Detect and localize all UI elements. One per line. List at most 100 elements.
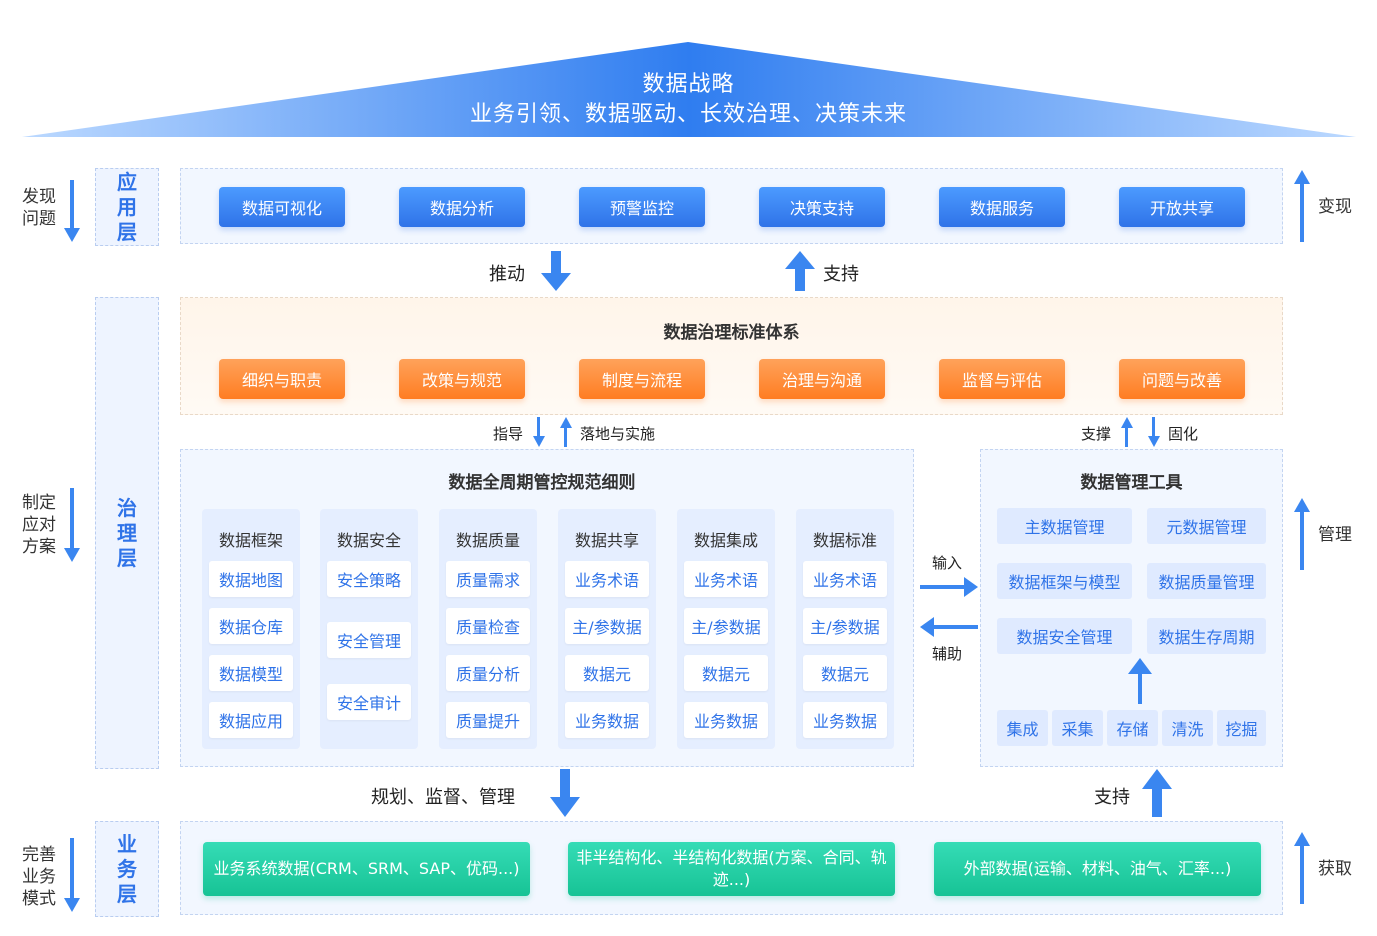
app-item-sharing[interactable]: 开放共享	[1119, 187, 1245, 227]
right-arrow-icon	[920, 577, 978, 597]
down-arrow-icon	[1148, 417, 1160, 447]
tool-lifecycle[interactable]: 数据生存周期	[1147, 618, 1266, 654]
cell-data-element[interactable]: 数据元	[565, 655, 649, 691]
app-item-monitoring[interactable]: 预警监控	[579, 187, 705, 227]
standards-title: 数据治理标准体系	[663, 323, 800, 343]
tool-store[interactable]: 存储	[1107, 710, 1158, 746]
layer-gov: 治理层	[95, 297, 159, 769]
biz-item-unstructured-data[interactable]: 非半结构化、半结构化数据(方案、合同、轨迹...)	[568, 842, 895, 896]
down-arrow-icon	[550, 769, 580, 817]
app-item-decision[interactable]: 决策支持	[759, 187, 885, 227]
column-head-integration: 数据集成	[693, 531, 758, 550]
down-arrow-icon	[64, 180, 80, 242]
solidify-label: 固化	[1168, 425, 1199, 443]
support-bottom-label: 支持	[1094, 787, 1130, 808]
tool-master-data[interactable]: 主数据管理	[997, 508, 1132, 544]
tool-mine[interactable]: 挖掘	[1217, 710, 1266, 746]
column-head-standard: 数据标准	[812, 531, 877, 550]
left-label-gov: 制定 应对 方案	[22, 493, 56, 557]
cell-business-data[interactable]: 业务数据	[803, 702, 887, 738]
roof-banner	[22, 42, 1356, 137]
assist-label: 辅助	[932, 645, 963, 663]
biz-item-external-data[interactable]: 外部数据(运输、材料、油气、汇率...)	[934, 842, 1261, 896]
left-arrow-icon	[920, 617, 978, 637]
cell-quality-check[interactable]: 质量检查	[446, 608, 530, 644]
up-arrow-icon	[1294, 498, 1310, 570]
cell-quality-improvement[interactable]: 质量提升	[446, 702, 530, 738]
strategy-title: 数据战略	[642, 72, 735, 97]
strategy-subtitle: 业务引领、数据驱动、长效治理、决策未来	[469, 102, 907, 127]
cell-quality-requirement[interactable]: 质量需求	[446, 561, 530, 597]
cell-security-audit[interactable]: 安全审计	[327, 684, 411, 720]
cell-data-warehouse[interactable]: 数据仓库	[209, 608, 293, 644]
left-label-biz: 完善 业务 模式	[22, 845, 56, 909]
standard-item-process[interactable]: 制度与流程	[579, 359, 705, 399]
layer-gov-label: 治理层	[117, 495, 137, 570]
implement-label: 落地与实施	[580, 425, 656, 443]
down-arrow-icon	[64, 838, 80, 912]
tool-quality[interactable]: 数据质量管理	[1147, 563, 1266, 599]
guide-label: 指导	[493, 425, 524, 443]
cell-data-element[interactable]: 数据元	[684, 655, 768, 691]
app-layer-panel	[180, 168, 1283, 244]
cell-business-data[interactable]: 业务数据	[565, 702, 649, 738]
tool-clean[interactable]: 清洗	[1162, 710, 1213, 746]
app-item-analysis[interactable]: 数据分析	[399, 187, 525, 227]
tool-framework-model[interactable]: 数据框架与模型	[997, 563, 1132, 599]
column-head-sharing: 数据共享	[574, 531, 639, 550]
standard-item-evaluation[interactable]: 监督与评估	[939, 359, 1065, 399]
right-label-app: 变现	[1318, 197, 1352, 217]
cell-master-data[interactable]: 主/参数据	[684, 608, 768, 644]
input-label: 输入	[932, 554, 963, 572]
column-head-framework: 数据框架	[218, 531, 283, 550]
tools-title: 数据管理工具	[1080, 473, 1183, 493]
push-label: 推动	[489, 264, 525, 285]
up-arrow-icon	[785, 251, 815, 291]
tool-security[interactable]: 数据安全管理	[997, 618, 1132, 654]
tool-metadata[interactable]: 元数据管理	[1147, 508, 1266, 544]
down-arrow-icon	[64, 488, 80, 562]
prop-label: 支撑	[1081, 425, 1112, 443]
cell-quality-analysis[interactable]: 质量分析	[446, 655, 530, 691]
cell-data-model[interactable]: 数据模型	[209, 655, 293, 691]
cell-data-element[interactable]: 数据元	[803, 655, 887, 691]
cell-security-management[interactable]: 安全管理	[327, 622, 411, 658]
lifecycle-panel	[180, 449, 914, 767]
left-label-app: 发现 问题	[22, 187, 56, 229]
right-label-gov: 管理	[1318, 525, 1352, 545]
right-label-biz: 获取	[1318, 859, 1352, 879]
up-arrow-icon	[1121, 417, 1133, 447]
cell-business-terms[interactable]: 业务术语	[565, 561, 649, 597]
cell-master-data[interactable]: 主/参数据	[565, 608, 649, 644]
layer-app: 应用层	[95, 168, 159, 246]
cell-business-terms[interactable]: 业务术语	[684, 561, 768, 597]
support-label: 支持	[823, 264, 859, 285]
tool-integrate[interactable]: 集成	[997, 710, 1048, 746]
layer-biz-label: 业务层	[117, 831, 137, 906]
standard-item-org[interactable]: 细织与职责	[219, 359, 345, 399]
up-arrow-icon	[1294, 832, 1310, 904]
cell-business-data[interactable]: 业务数据	[684, 702, 768, 738]
cell-data-application[interactable]: 数据应用	[209, 702, 293, 738]
app-item-visualization[interactable]: 数据可视化	[219, 187, 345, 227]
app-item-service[interactable]: 数据服务	[939, 187, 1065, 227]
standard-item-policy[interactable]: 改策与规范	[399, 359, 525, 399]
down-arrow-icon	[541, 251, 571, 291]
plan-label: 规划、监督、管理	[371, 787, 515, 808]
cell-security-policy[interactable]: 安全策略	[327, 561, 411, 597]
standards-panel	[180, 297, 1283, 415]
cell-master-data[interactable]: 主/参数据	[803, 608, 887, 644]
standard-item-communication[interactable]: 治理与沟通	[759, 359, 885, 399]
cell-data-map[interactable]: 数据地图	[209, 561, 293, 597]
tool-collect[interactable]: 采集	[1052, 710, 1103, 746]
up-arrow-icon	[1294, 170, 1310, 242]
standard-item-improvement[interactable]: 问题与改善	[1119, 359, 1245, 399]
up-arrow-icon	[1128, 658, 1152, 704]
layer-biz: 业务层	[95, 821, 159, 917]
layer-app-label: 应用层	[117, 169, 137, 244]
up-arrow-icon	[560, 417, 572, 447]
column-head-quality: 数据质量	[455, 531, 520, 550]
down-arrow-icon	[533, 417, 545, 447]
cell-business-terms[interactable]: 业务术语	[803, 561, 887, 597]
biz-item-system-data[interactable]: 业务系统数据(CRM、SRM、SAP、优码...)	[203, 842, 530, 896]
